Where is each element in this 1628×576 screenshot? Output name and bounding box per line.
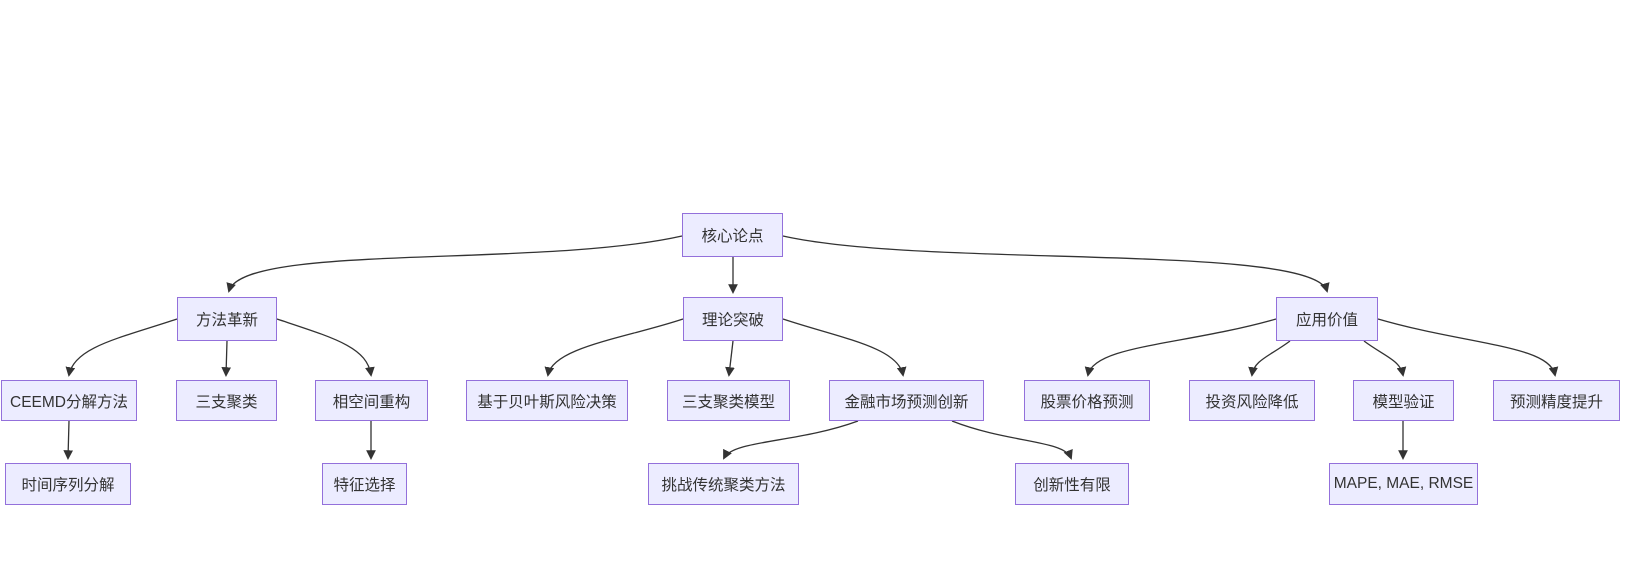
node-finance-innovation-label: 金融市场预测创新 [844, 393, 969, 411]
node-time-series: 时间序列分解 [5, 463, 131, 505]
node-ceemd-label: CEEMD分解方法 [10, 393, 128, 411]
edge-ceemd-to-time-series [63, 420, 74, 460]
node-application: 应用价值 [1276, 297, 1378, 341]
node-model-validation: 模型验证 [1353, 380, 1454, 421]
node-method-label: 方法革新 [195, 312, 258, 329]
node-three-way-model-label: 三支聚类模型 [681, 393, 775, 411]
edge-method-to-ceemd [65, 318, 178, 377]
edge-theory-to-three-way-model [725, 340, 735, 377]
node-stock-prediction: 股票价格预测 [1024, 380, 1150, 421]
node-limited-innovation: 创新性有限 [1015, 463, 1129, 505]
node-metrics: MAPE, MAE, RMSE [1329, 463, 1478, 505]
node-theory-label: 理论突破 [701, 312, 764, 329]
node-feature-selection-label: 特征选择 [333, 477, 396, 494]
node-bayes-label: 基于贝叶斯风险决策 [477, 393, 617, 411]
node-time-series-label: 时间序列分解 [21, 477, 115, 494]
node-core-label: 核心论点 [701, 228, 764, 245]
node-three-way-label: 三支聚类 [195, 393, 258, 411]
node-method: 方法革新 [177, 297, 277, 341]
edge-application-to-risk-reduction [1248, 340, 1291, 377]
node-model-validation-label: 模型验证 [1372, 393, 1435, 411]
node-challenge-clustering-label: 挑战传统聚类方法 [661, 477, 786, 494]
node-accuracy-improvement: 预测精度提升 [1493, 380, 1620, 421]
node-risk-reduction-label: 投资风险降低 [1205, 393, 1299, 411]
node-application-label: 应用价值 [1295, 312, 1358, 329]
node-feature-selection: 特征选择 [322, 463, 407, 505]
node-risk-reduction: 投资风险降低 [1189, 380, 1315, 421]
edge-core-to-method [226, 235, 683, 293]
edge-core-to-application [782, 235, 1330, 293]
edge-application-to-stock-prediction [1084, 318, 1277, 377]
edge-application-to-accuracy-improvement [1377, 318, 1559, 377]
node-three-way-model: 三支聚类模型 [667, 380, 790, 421]
edge-theory-to-finance-innovation [782, 318, 907, 377]
node-phase-space-label: 相空间重构 [332, 393, 411, 411]
edge-application-to-model-validation [1363, 340, 1407, 377]
edge-method-to-phase-space [276, 318, 375, 377]
node-bayes: 基于贝叶斯风险决策 [466, 380, 628, 421]
node-limited-innovation-label: 创新性有限 [1033, 477, 1111, 494]
node-ceemd: CEEMD分解方法 [1, 380, 137, 421]
node-metrics-label: MAPE, MAE, RMSE [1333, 475, 1474, 492]
node-challenge-clustering: 挑战传统聚类方法 [648, 463, 799, 505]
node-phase-space: 相空间重构 [315, 380, 428, 421]
node-three-way: 三支聚类 [176, 380, 277, 421]
edge-theory-to-bayes [544, 318, 684, 377]
node-core: 核心论点 [682, 213, 783, 257]
edge-finance-to-challenge-clustering [723, 420, 859, 460]
node-theory: 理论突破 [683, 297, 783, 341]
edge-finance-to-limited-innovation [951, 420, 1073, 460]
node-stock-prediction-label: 股票价格预测 [1040, 393, 1134, 411]
node-accuracy-improvement-label: 预测精度提升 [1509, 393, 1603, 411]
node-finance-innovation: 金融市场预测创新 [829, 380, 984, 421]
edge-method-to-three-way [221, 340, 232, 377]
